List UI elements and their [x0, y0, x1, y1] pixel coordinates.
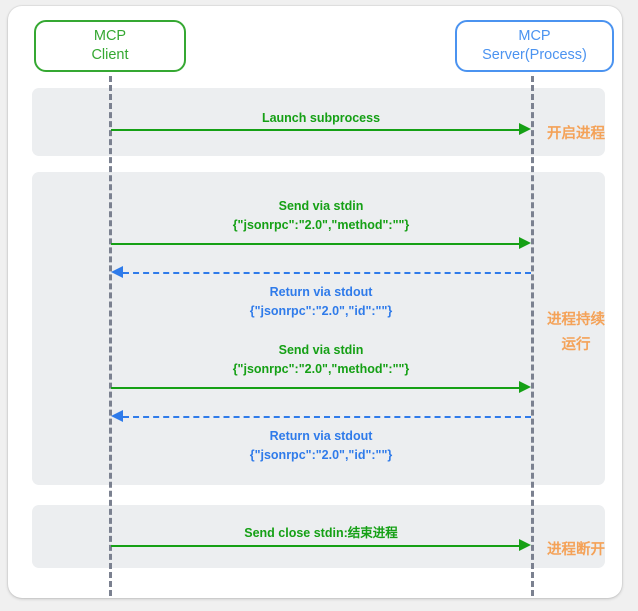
phase-note-running-line1: 进程持续	[547, 312, 605, 328]
diagram-card: MCP Client MCP Server(Process) Launch su…	[8, 6, 622, 598]
message-send-close-stdin-line1: Send close stdin:结束进程	[244, 526, 398, 540]
phase-note-launch: 开启进程	[536, 122, 616, 147]
phase-note-running: 进程持续 运行	[536, 308, 616, 359]
phase-note-running-line2: 运行	[561, 337, 591, 354]
message-send-stdin-2-line2: {"jsonrpc":"2.0","method":""}	[232, 362, 410, 377]
message-label-launch-subprocess: Launch subprocess	[111, 109, 531, 128]
message-label-send-stdin-1: Send via stdin {"jsonrpc":"2.0","method"…	[111, 197, 531, 236]
message-send-stdin-1-line1: Send via stdin	[278, 199, 364, 213]
message-label-return-stdout-1: Return via stdout {"jsonrpc":"2.0","id":…	[111, 283, 531, 322]
message-launch-subprocess-line1: Launch subprocess	[261, 111, 381, 125]
message-label-return-stdout-2: Return via stdout {"jsonrpc":"2.0","id":…	[111, 427, 531, 466]
message-label-send-stdin-2: Send via stdin {"jsonrpc":"2.0","method"…	[111, 341, 531, 380]
message-return-stdout-1-line1: Return via stdout	[269, 285, 373, 299]
phase-band-running	[32, 172, 605, 485]
message-send-stdin-2-line1: Send via stdin	[278, 343, 364, 357]
phase-note-launch-text: 开启进程	[547, 126, 605, 142]
participant-client-line2: Client	[91, 47, 129, 63]
phase-note-close: 进程断开	[536, 538, 616, 563]
lifeline-client	[109, 76, 112, 596]
participant-box-server[interactable]: MCP Server(Process)	[455, 20, 614, 72]
message-send-stdin-1-line2: {"jsonrpc":"2.0","method":""}	[232, 218, 410, 233]
participant-server-line1: MCP	[518, 28, 551, 45]
message-return-stdout-2-line1: Return via stdout	[269, 429, 373, 443]
participant-server-line2: Server(Process)	[482, 47, 587, 63]
participant-box-client[interactable]: MCP Client	[34, 20, 186, 72]
phase-note-close-text: 进程断开	[547, 542, 605, 558]
message-return-stdout-1-line2: {"jsonrpc":"2.0","id":""}	[249, 304, 393, 319]
phase-band-close	[32, 505, 605, 568]
message-return-stdout-2-line2: {"jsonrpc":"2.0","id":""}	[249, 448, 393, 463]
participant-client-line1: MCP	[93, 28, 127, 45]
message-label-send-close-stdin: Send close stdin:结束进程	[111, 524, 531, 543]
phase-band-launch	[32, 88, 605, 156]
lifeline-server	[531, 76, 534, 596]
